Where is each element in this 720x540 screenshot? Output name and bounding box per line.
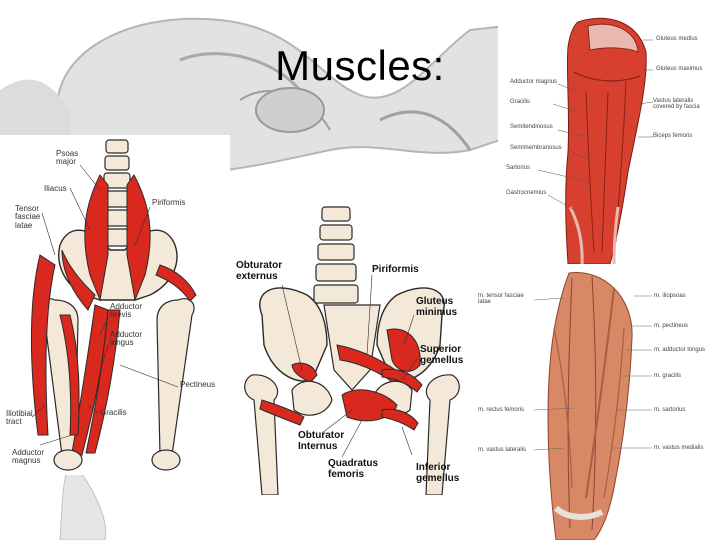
label-rectus-femoris: m. rectus femoris (478, 407, 525, 413)
hip-front-muscles-illustration (0, 135, 230, 475)
label-gracilis-front: m. gracilis (654, 373, 682, 379)
label-vastus-lateralis-back: Vastus lateralis covered by fascia (653, 98, 700, 111)
slide-title: Muscles: (275, 42, 445, 89)
label-adductor-magnus: Adductor magnus (12, 448, 45, 466)
label-iliopsoas: m. iliopsoas (654, 293, 686, 299)
thigh-back-muscles-illustration (498, 12, 720, 264)
label-vastus-medialis: m. vastus medialis (654, 445, 704, 451)
label-sartorius-back: Sartorius (506, 165, 531, 171)
pelvis-deep-muscles-panel: Obturator externus Piriformis Gluteus mi… (232, 195, 472, 495)
label-adductor-magnus-back: Adductor magnus (510, 79, 558, 85)
label-psoas-major: Psoas major (56, 149, 79, 167)
label-gluteus-maximus: Gluteus maximus (656, 66, 703, 72)
label-pectineus-front: m. pectineus (654, 323, 689, 329)
label-piriformis: Piriformis (152, 198, 186, 207)
thigh-front-muscles-illustration (474, 268, 720, 540)
label-gracilis-back: Gracilis (510, 99, 531, 105)
label-obturator-internus: Obturator Internus (298, 430, 345, 452)
label-iliotibial-tract: Iliotibial tract (6, 409, 33, 427)
label-semimembranosus: Semimembranosus (510, 145, 562, 151)
label-gluteus-minimus: Gluteus minimus (416, 296, 458, 318)
thigh-back-muscles-panel: Gluteus medius Gluteus maximus Adductor … (498, 12, 720, 264)
label-biceps-femoris: Biceps femoris (653, 133, 693, 139)
label-gracilis: Gracilis (100, 408, 127, 417)
pelvis-deep-muscles-illustration (232, 195, 472, 495)
label-superior-gemellus: Superior gemellus (420, 344, 464, 366)
label-piriformis-deep: Piriformis (372, 264, 419, 275)
thigh-front-muscles-panel: m. tensor fasciae latae m. iliopsoas m. … (474, 268, 720, 540)
label-iliacus: Iliacus (44, 184, 67, 193)
label-obturator-externus: Obturator externus (236, 260, 283, 282)
label-pectineus: Pectineus (180, 380, 216, 389)
hip-front-muscles-panel: Psoas major Iliacus Tensor fasciae latae… (0, 135, 230, 475)
label-gastrocnemius: Gastrocnemius (506, 190, 547, 196)
label-tensor-fasciae-latae: Tensor fasciae latae (15, 204, 41, 230)
label-adductor-longus: Adductor longus (110, 330, 143, 348)
label-vastus-lateralis-front: m. vastus lateralis (478, 447, 527, 453)
label-gluteus-medius: Gluteus medius (656, 36, 698, 42)
label-adductor-longus-front: m. adductor longus (654, 347, 706, 353)
label-inferior-gemellus: Inferior gemellus (416, 462, 460, 484)
label-tensor-fasciae-latae-front: m. tensor fasciae latae (478, 293, 524, 306)
label-quadratus-femoris: Quadratus femoris (328, 458, 379, 480)
label-adductor-brevis: Adductor brevis (110, 302, 143, 320)
label-semitendinosus: Semitendinosus (510, 124, 553, 130)
label-sartorius-front: m. sartorius (654, 407, 686, 413)
